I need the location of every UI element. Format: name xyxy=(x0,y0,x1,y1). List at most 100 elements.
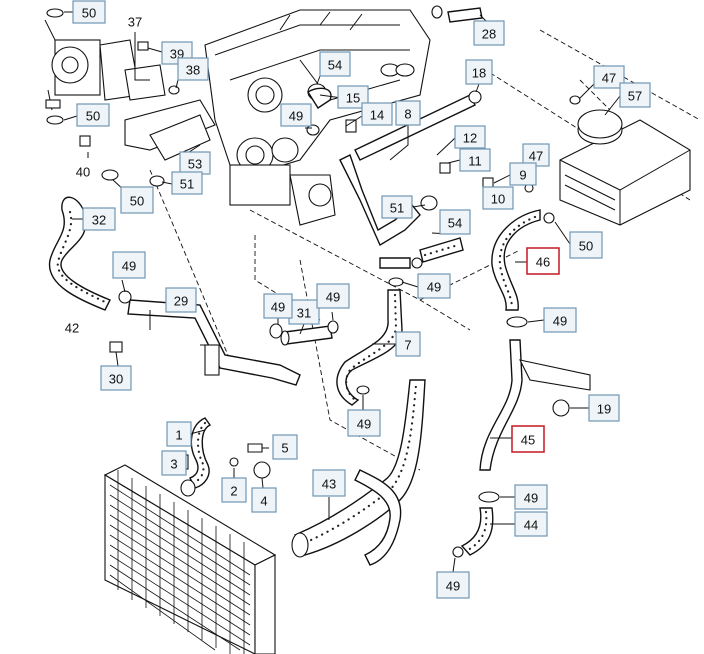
expansion-tank xyxy=(559,109,691,226)
callout-46-highlighted: 46 xyxy=(526,247,560,275)
callout-19: 19 xyxy=(588,394,620,422)
callout-box xyxy=(221,477,247,503)
callout-57: 57 xyxy=(619,82,651,108)
callout-box xyxy=(459,148,491,172)
callout-box xyxy=(165,287,197,313)
callout-label: 49 xyxy=(524,491,538,506)
label-42: 42 xyxy=(65,321,79,336)
callout-label: 57 xyxy=(628,89,642,104)
callout-box xyxy=(619,82,651,108)
callout-45-highlighted: 45 xyxy=(511,425,545,453)
callout-box xyxy=(337,85,369,109)
callout-50: 50 xyxy=(72,0,106,24)
callout-box xyxy=(465,59,493,85)
callout-4: 4 xyxy=(251,487,277,513)
callout-label: 15 xyxy=(346,91,360,106)
callout-label: 32 xyxy=(92,213,106,228)
callout-box xyxy=(280,103,312,127)
callout-label: 1 xyxy=(175,428,182,443)
hose-54 xyxy=(379,237,464,269)
callout-box xyxy=(316,283,350,309)
callout-box xyxy=(312,469,346,497)
callout-label: 51 xyxy=(390,201,404,216)
callout-box xyxy=(251,487,277,513)
callout-box xyxy=(166,421,192,447)
callout-box xyxy=(263,293,293,319)
callout-label: 29 xyxy=(174,294,188,309)
callout-box xyxy=(177,57,209,81)
callout-label: 11 xyxy=(468,154,482,169)
callout-49: 49 xyxy=(280,103,312,127)
callout-8: 8 xyxy=(395,100,421,126)
callout-51: 51 xyxy=(381,195,413,219)
hose-1 xyxy=(177,417,271,497)
callout-44: 44 xyxy=(514,511,548,537)
callout-box xyxy=(417,273,451,299)
callout-label: 5 xyxy=(281,441,288,456)
hose-31 xyxy=(280,325,333,346)
callout-label: 50 xyxy=(579,239,593,254)
hose-44 xyxy=(460,507,494,556)
callout-47: 47 xyxy=(522,143,550,167)
callout-label: 51 xyxy=(180,177,194,192)
callout-label: 45 xyxy=(521,433,535,448)
callout-box xyxy=(511,425,545,453)
callout-box xyxy=(361,102,393,126)
hose-46 xyxy=(491,209,541,311)
pump-bracket xyxy=(44,19,216,161)
callout-label: 43 xyxy=(322,477,336,492)
label-37: 37 xyxy=(128,15,142,30)
callout-9: 9 xyxy=(509,162,537,186)
callout-5: 5 xyxy=(272,434,298,460)
callout-49: 49 xyxy=(263,293,293,319)
callout-box xyxy=(436,571,470,599)
callout-box xyxy=(161,450,187,476)
callout-box xyxy=(514,484,548,510)
callout-box xyxy=(171,171,203,195)
callout-30: 30 xyxy=(100,365,132,391)
callout-label: 50 xyxy=(130,194,144,209)
callout-box xyxy=(454,125,486,149)
callout-49: 49 xyxy=(543,307,577,333)
callout-50: 50 xyxy=(76,103,110,127)
callout-box xyxy=(319,51,351,77)
callout-box xyxy=(120,186,154,214)
callout-47: 47 xyxy=(593,65,625,89)
callout-53: 53 xyxy=(179,151,211,175)
callout-label: 49 xyxy=(427,280,441,295)
callout-29: 29 xyxy=(165,287,197,313)
hose-7 xyxy=(336,289,403,406)
callout-label: 49 xyxy=(446,579,460,594)
callout-32: 32 xyxy=(82,207,116,231)
callout-label: 14 xyxy=(370,108,384,123)
callout-label: 54 xyxy=(448,216,462,231)
callout-10: 10 xyxy=(482,186,514,210)
callout-box xyxy=(381,195,413,219)
callout-label: 49 xyxy=(289,109,303,124)
callout-label: 31 xyxy=(297,306,311,321)
callout-43: 43 xyxy=(312,469,346,497)
callout-label: 4 xyxy=(260,494,267,509)
callout-7: 7 xyxy=(395,331,421,357)
callout-box xyxy=(543,307,577,333)
callout-box xyxy=(588,394,620,422)
callout-label: 30 xyxy=(109,372,123,387)
callout-3: 3 xyxy=(161,450,187,476)
callout-box xyxy=(593,65,625,89)
callout-label: 19 xyxy=(597,402,611,417)
callout-2: 2 xyxy=(221,477,247,503)
callout-1: 1 xyxy=(166,421,192,447)
callout-label: 9 xyxy=(519,168,526,183)
callout-label: 7 xyxy=(404,338,411,353)
callout-box xyxy=(526,247,560,275)
callout-box xyxy=(514,511,548,537)
clamps xyxy=(46,5,581,558)
callout-box xyxy=(82,207,116,231)
callout-38: 38 xyxy=(177,57,209,81)
callout-label: 44 xyxy=(524,518,538,533)
hose-43 xyxy=(291,379,426,566)
callout-label: 12 xyxy=(463,131,477,146)
radiator xyxy=(103,464,277,654)
callout-11: 11 xyxy=(459,148,491,172)
